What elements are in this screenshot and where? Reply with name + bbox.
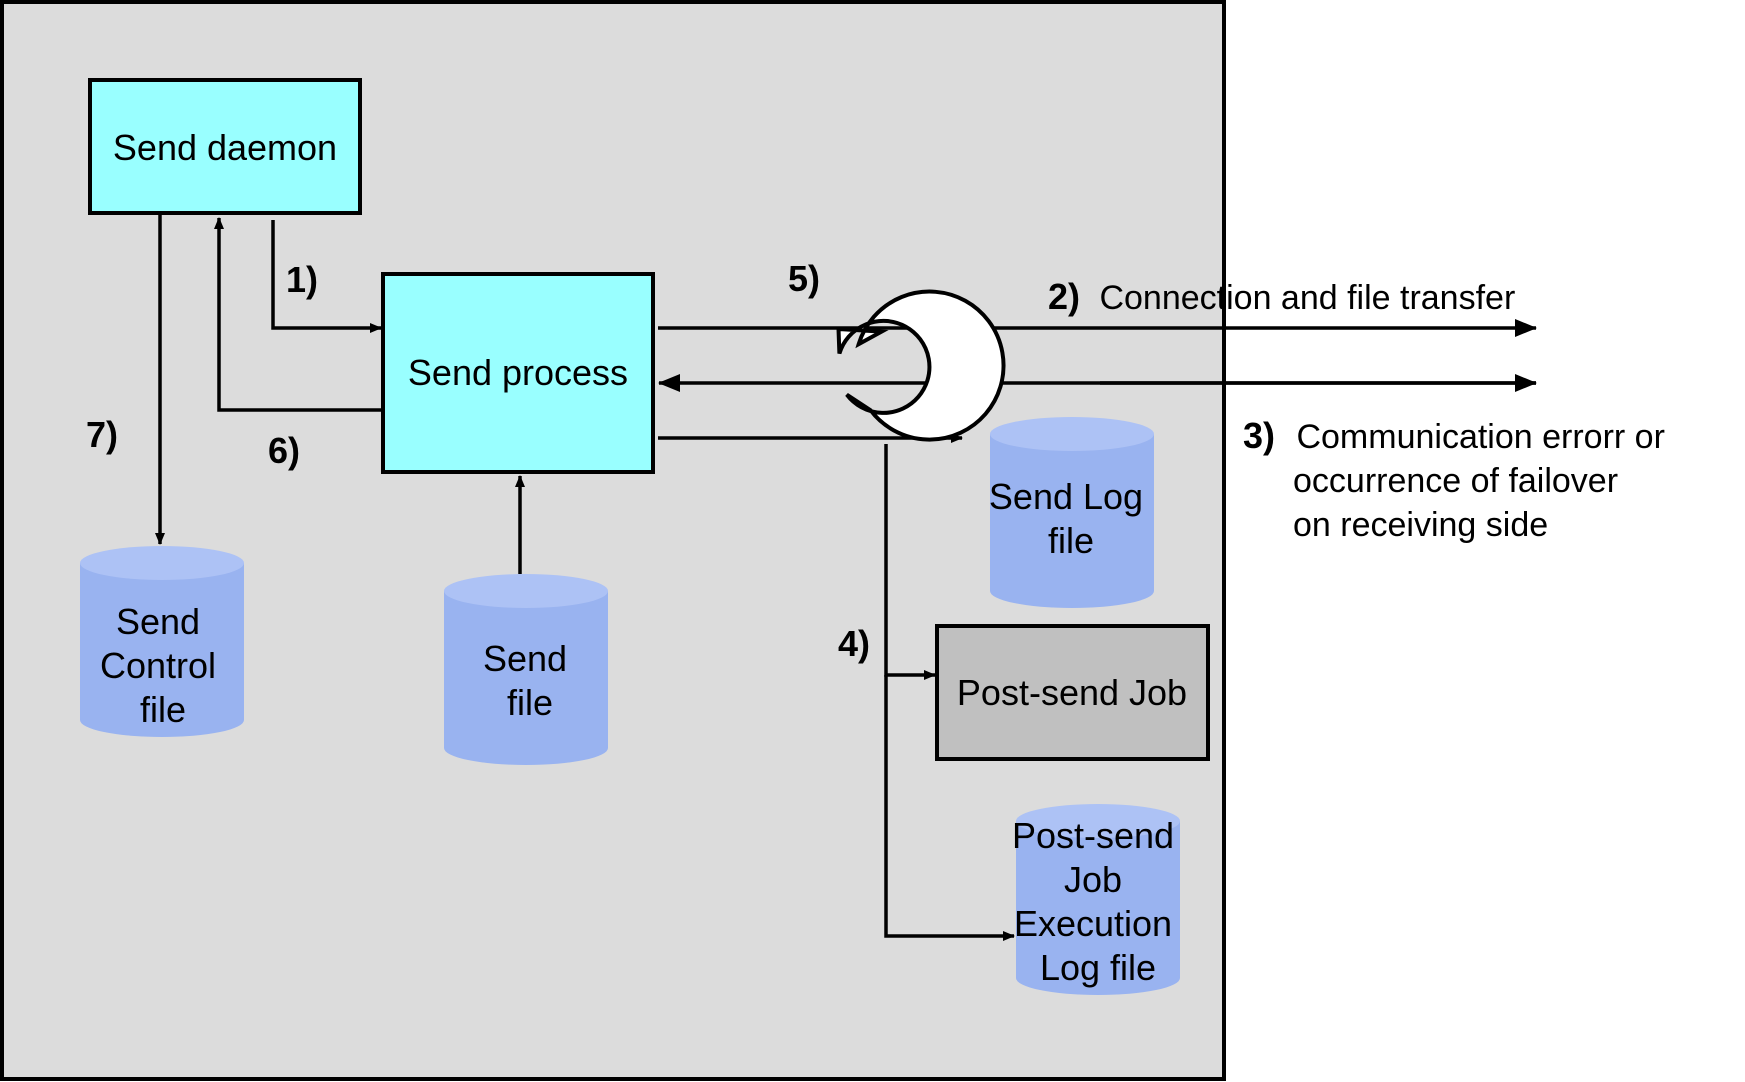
- step-3-annotation: 3) Communication errorr or occurrence of…: [1243, 415, 1674, 544]
- send-daemon-box: Send daemon: [88, 78, 362, 215]
- error-line-1: Communication errorr or: [1296, 418, 1664, 456]
- post-send-log-line-1: Post-send: [1012, 815, 1174, 856]
- retry-icon: [836, 289, 1006, 442]
- post-send-job-label: Post-send Job: [957, 672, 1187, 713]
- send-file-line-1: Send: [483, 638, 567, 679]
- svg-text:Send Control file: Send Control file: [100, 601, 226, 730]
- send-control-file-line-3: file: [140, 689, 186, 730]
- send-control-file-line-2: Control: [100, 645, 216, 686]
- send-file-cylinder: Send file: [444, 574, 608, 765]
- step-5-label: 5): [788, 258, 820, 299]
- connection-text: Connection and file transfer: [1099, 279, 1515, 317]
- post-send-log-line-3: Execution: [1014, 903, 1172, 944]
- error-line-3: on receiving side: [1293, 506, 1548, 544]
- arrow-step-1: [271, 220, 382, 333]
- post-send-log-line-2: Job: [1064, 859, 1122, 900]
- svg-text:Post-send Job Exec: Post-send Job Execution Log file: [1012, 815, 1184, 988]
- step-6-label: 6): [268, 430, 300, 471]
- step-1-label: 1): [286, 259, 318, 300]
- send-daemon-label: Send daemon: [113, 127, 337, 168]
- send-control-file-line-1: Send: [116, 601, 200, 642]
- send-file-line-2: file: [507, 682, 553, 723]
- arrow-step-4-log: [884, 675, 1015, 941]
- send-control-file-cylinder: Send Control file: [80, 546, 244, 737]
- send-process-box: Send process: [381, 272, 655, 474]
- send-process-label: Send process: [408, 352, 628, 393]
- send-log-file-line-1: Send Log: [989, 476, 1143, 517]
- error-line-2: occurrence of failover: [1293, 462, 1618, 500]
- step-3-label: 3): [1243, 415, 1275, 456]
- step-2-label: 2): [1048, 276, 1080, 317]
- svg-text:Send file: Send file: [483, 638, 577, 723]
- post-send-job-execution-log-file-cylinder: Post-send Job Execution Log file: [1012, 804, 1184, 995]
- step-4-label: 4): [838, 623, 870, 664]
- svg-text:Send Log file: Send Log file: [989, 476, 1153, 561]
- send-log-file-cylinder: Send Log file: [989, 417, 1154, 608]
- post-send-log-line-4: Log file: [1040, 947, 1156, 988]
- step-2-annotation: 2) Connection and file transfer: [1048, 276, 1515, 317]
- send-log-file-line-2: file: [1048, 520, 1094, 561]
- step-7-label: 7): [86, 414, 118, 455]
- post-send-job-box: Post-send Job: [935, 624, 1210, 761]
- arrow-step-6: [214, 217, 383, 412]
